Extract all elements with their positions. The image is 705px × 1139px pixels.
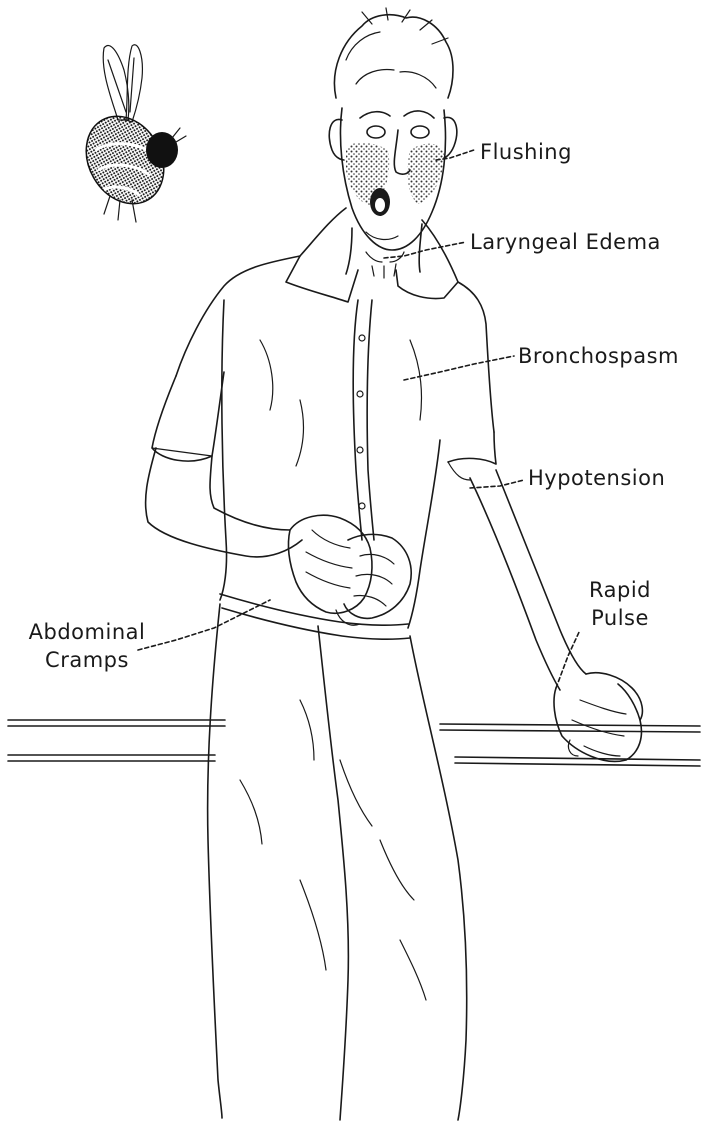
leader-bronchospasm (404, 356, 514, 380)
left-arm (146, 372, 302, 557)
abdominal-cramps-label: Abdominal Cramps (22, 618, 152, 675)
flushing-label: Flushing (480, 138, 572, 166)
bee-icon (71, 45, 186, 222)
belt (220, 594, 410, 639)
trousers (208, 604, 467, 1120)
leader-hypotension (470, 480, 524, 488)
bronchospasm-label: Bronchospasm (518, 342, 679, 370)
leader-abdominal-cramps (138, 600, 270, 650)
head (329, 8, 457, 250)
laryngeal-edema-label: Laryngeal Edema (470, 228, 661, 256)
rapid-pulse-label: Rapid Pulse (572, 576, 668, 633)
hands (288, 515, 411, 625)
railing (8, 720, 700, 766)
hypotension-label: Hypotension (528, 464, 665, 492)
leader-rapid-pulse (556, 630, 580, 688)
